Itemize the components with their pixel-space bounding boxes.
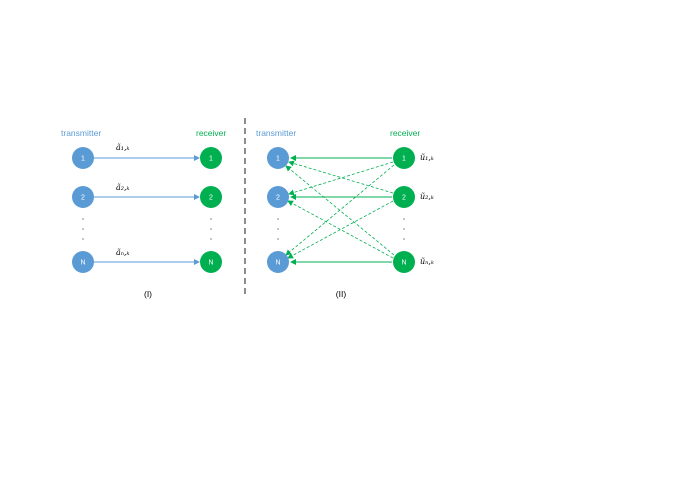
left-transmitter-label: transmitter — [61, 128, 101, 138]
left-transmitter-node-1: 1 — [72, 147, 94, 169]
right-receiver-node-n: N — [393, 251, 415, 273]
left-edge-label-1: ã₁,ₖ — [116, 143, 130, 152]
left-receiver-ellipsis — [210, 218, 212, 240]
left-edge-label-2: ã₂,ₖ — [116, 183, 130, 192]
left-receiver-node-n-label: N — [208, 260, 213, 267]
left-edge-label-n: ãₙ,ₖ — [116, 248, 130, 257]
right-arrow-2-1 — [288, 160, 394, 194]
left-receiver-node-1: 1 — [200, 147, 222, 169]
right-receiver-node-1-label: 1 — [402, 156, 406, 163]
left-receiver-node-2: 2 — [200, 186, 222, 208]
right-receiver-node-2: 2 — [393, 186, 415, 208]
right-transmitter-node-1: 1 — [267, 147, 289, 169]
left-caption: (I) — [144, 289, 152, 299]
right-arrow-n-1 — [285, 165, 395, 256]
right-panel: transmitter receiver 1 2 N 1 — [256, 128, 434, 299]
left-transmitter-node-n: N — [72, 251, 94, 273]
right-receiver-node-n-label: N — [401, 260, 406, 267]
right-transmitter-ellipsis — [277, 218, 279, 240]
left-receiver-node-2-label: 2 — [209, 195, 213, 202]
right-receiver-node-1: 1 — [393, 147, 415, 169]
right-transmitter-node-2: 2 — [267, 186, 289, 208]
right-transmitter-node-2-label: 2 — [276, 195, 280, 202]
left-transmitter-ellipsis — [82, 218, 84, 240]
left-transmitter-node-2-label: 2 — [81, 195, 85, 202]
right-receiver-ellipsis — [403, 218, 405, 240]
right-transmitter-node-n-label: N — [275, 260, 280, 267]
right-arrow-1-2 — [288, 161, 394, 196]
left-receiver-node-1-label: 1 — [209, 156, 213, 163]
right-transmitter-node-1-label: 1 — [276, 156, 280, 163]
right-node-label-n: ũₙ,ₖ — [420, 257, 434, 266]
left-panel: transmitter receiver ã₁,ₖ ã₂,ₖ ãₙ,ₖ 1 2 … — [61, 128, 226, 299]
right-node-label-2: ũ₂,ₖ — [420, 192, 434, 201]
right-caption: (II) — [336, 289, 347, 299]
right-receiver-node-2-label: 2 — [402, 195, 406, 202]
left-transmitter-node-n-label: N — [80, 260, 85, 267]
right-transmitter-node-n: N — [267, 251, 289, 273]
right-receiver-label: receiver — [390, 128, 420, 138]
left-transmitter-node-2: 2 — [72, 186, 94, 208]
left-receiver-node-n: N — [200, 251, 222, 273]
left-transmitter-node-1-label: 1 — [81, 156, 85, 163]
left-receiver-label: receiver — [196, 128, 226, 138]
right-transmitter-label: transmitter — [256, 128, 296, 138]
right-node-label-1: ũ₁,ₖ — [420, 153, 434, 162]
